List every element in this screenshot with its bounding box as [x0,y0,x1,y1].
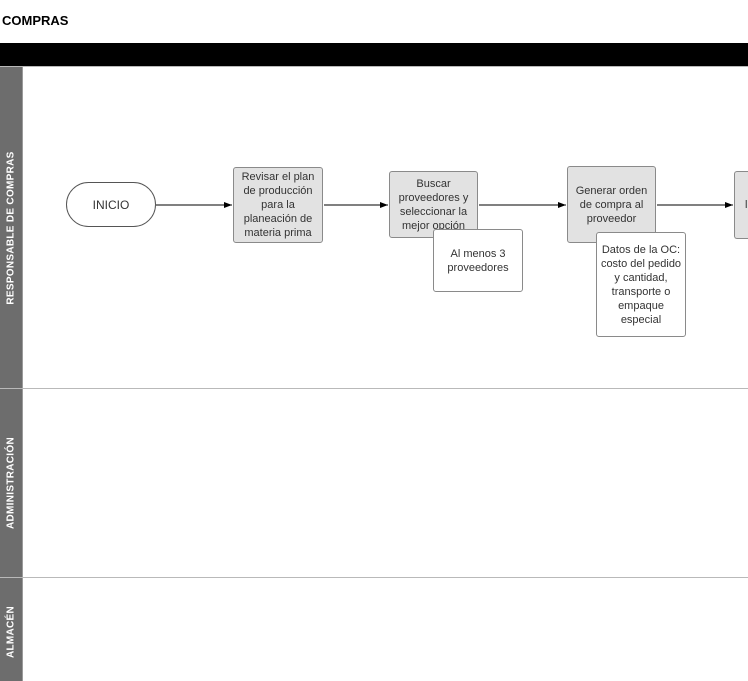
page-title: COMPRAS [2,13,69,28]
lane-administracion: ADMINISTRACIÓN [0,388,748,577]
process-review-plan: Revisar el plan de producción para la pl… [233,167,323,243]
process-search-suppliers: Buscar proveedores y seleccionar la mejo… [389,171,478,238]
lane-responsable-compras: RESPONSABLE DE COMPRAS [0,66,748,388]
note-oc-data: Datos de la OC: costo del pedido y canti… [596,232,686,337]
process-next-step-partial: l [734,171,748,239]
lane-label: RESPONSABLE DE COMPRAS [5,150,17,305]
start-terminal: INICIO [66,182,156,227]
lane-label-box: ALMACÉN [0,578,23,681]
note-min-suppliers: Al menos 3 proveedores [433,229,523,292]
lane-label: ALMACÉN [5,605,17,659]
lane-almacen: ALMACÉN [0,577,748,681]
lane-label-box: ADMINISTRACIÓN [0,389,23,577]
header-bar [0,43,748,66]
lane-label: ADMINISTRACIÓN [5,437,17,529]
lane-label-box: RESPONSABLE DE COMPRAS [0,67,23,388]
